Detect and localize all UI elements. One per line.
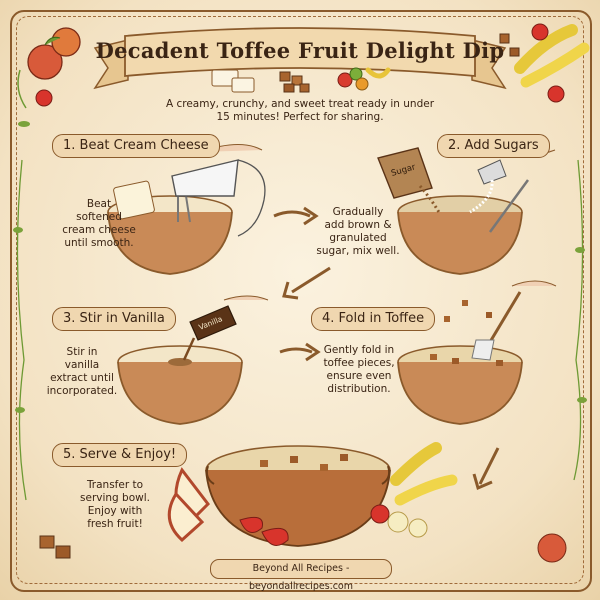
step1-bowl-illustration — [107, 143, 266, 275]
step5-serving-illustration — [39, 442, 567, 563]
side-vines — [13, 159, 587, 501]
step-4-label: 4. Fold in Toffee — [311, 307, 436, 331]
step4-bowl-illustration — [397, 280, 557, 425]
outer-frame — [10, 10, 592, 592]
step-2-label: 2. Add Sugars — [437, 134, 550, 158]
footer-credit: Beyond All Recipes - beyondallrecipes.co… — [210, 559, 392, 592]
step-3-label: 3. Stir in Vanilla — [52, 307, 176, 331]
title-banner — [93, 27, 507, 90]
flow-arrows — [273, 206, 500, 491]
intro-text: A creamy, crunchy, and sweet treat ready… — [165, 98, 435, 123]
step2-bowl-illustration — [377, 147, 556, 275]
inner-frame — [16, 16, 584, 584]
corner-bananas-top-right — [499, 23, 590, 103]
corner-apples-top-left — [17, 27, 81, 127]
step3-bowl-illustration — [117, 295, 269, 425]
page-title: Decadent Toffee Fruit Delight Dip — [95, 38, 505, 63]
step-1-label: 1. Beat Cream Cheese — [52, 134, 220, 158]
step-5-label: 5. Serve & Enjoy! — [52, 443, 188, 467]
banner-ingredients — [211, 67, 391, 93]
